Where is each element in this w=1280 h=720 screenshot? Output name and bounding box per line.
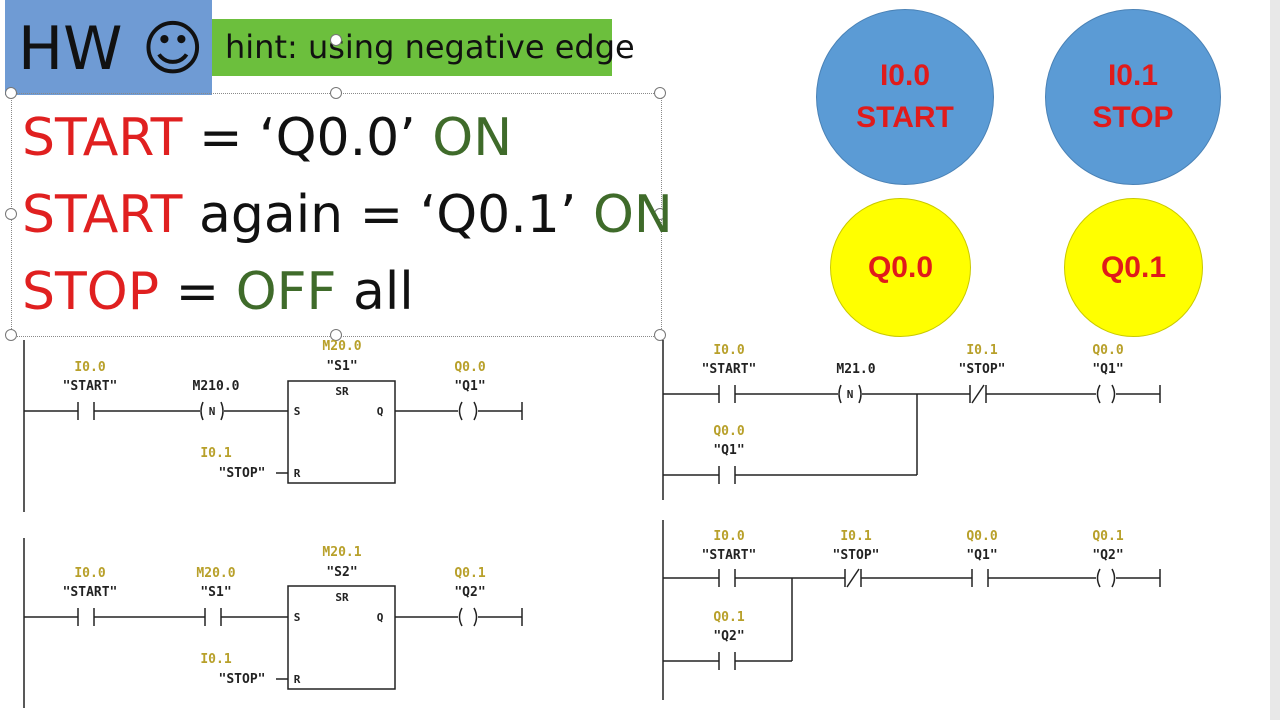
address-label: I0.1 (200, 446, 231, 461)
ladder-rung-3 (662, 340, 1161, 500)
hint-label: hint: using negative edge (225, 28, 635, 66)
lamp-q0-1: Q0.1 (1064, 198, 1203, 337)
rule-subject: STOP (22, 262, 160, 322)
button-name: STOP (1092, 101, 1174, 134)
address-label: M20.0 (322, 339, 361, 354)
symbol-label: "START" (702, 362, 757, 377)
symbol-label: "S1" (200, 585, 231, 600)
resize-handle[interactable] (5, 87, 17, 99)
symbol-label: "S2" (326, 565, 357, 580)
resize-handle[interactable] (654, 208, 666, 220)
lamp-q0-0: Q0.0 (830, 198, 971, 337)
rule-line-3: STOP = OFF all (22, 262, 414, 322)
address-label: M20.1 (322, 545, 361, 560)
button-address: I0.0 (879, 59, 931, 92)
lamp-label: Q0.0 (867, 250, 934, 284)
address-label: I0.0 (74, 566, 105, 581)
address-label: M210.0 (193, 379, 240, 394)
symbol-label: "STOP" (833, 548, 880, 563)
symbol-label: "Q2" (1092, 548, 1123, 563)
address-label: I0.1 (966, 343, 997, 358)
address-label: I0.0 (713, 343, 744, 358)
ladder-rung-1 (23, 340, 523, 512)
block-type-label: SR (335, 591, 349, 604)
symbol-label: "START" (63, 379, 118, 394)
address-label: Q0.1 (713, 610, 744, 625)
symbol-label: "Q1" (454, 379, 485, 394)
resize-handle[interactable] (330, 87, 342, 99)
address-label: I0.1 (840, 529, 871, 544)
address-label: Q0.0 (1092, 343, 1123, 358)
rule-subject: START (22, 185, 183, 245)
symbol-label: "Q1" (1092, 362, 1123, 377)
symbol-label: "STOP" (219, 672, 266, 687)
symbol-label: "Q1" (713, 443, 744, 458)
lamp-label: Q0.1 (1100, 250, 1167, 284)
rule-text: again = ‘Q0.1’ (182, 185, 593, 245)
resize-handle[interactable] (5, 329, 17, 341)
address-label: Q0.0 (454, 360, 485, 375)
rule-line-1: START = ‘Q0.0’ ON (22, 108, 512, 168)
rule-text: = ‘Q0.0’ (182, 108, 433, 168)
address-label: M20.0 (196, 566, 235, 581)
rule-state: ON (592, 185, 673, 245)
rule-subject: START (22, 108, 183, 168)
symbol-label: "START" (702, 548, 757, 563)
symbol-label: "Q1" (966, 548, 997, 563)
symbol-label: "START" (63, 585, 118, 600)
pin-label: S (294, 405, 301, 418)
edge-type-label: N (209, 405, 216, 418)
hint-background (212, 19, 612, 76)
rule-line-2: START again = ‘Q0.1’ ON (22, 185, 673, 245)
address-label: Q0.0 (966, 529, 997, 544)
resize-handle[interactable] (330, 329, 342, 341)
ladder-rung-4 (662, 520, 1161, 700)
button-name: START (856, 101, 954, 134)
start-button: I0.0 START (816, 9, 994, 185)
pin-label: S (294, 611, 301, 624)
address-label: I0.1 (200, 652, 231, 667)
symbol-label: "STOP" (219, 466, 266, 481)
resize-handle[interactable] (654, 87, 666, 99)
symbol-label: "Q2" (454, 585, 485, 600)
ladder-rung-2 (23, 538, 523, 708)
rule-state: OFF (235, 262, 337, 322)
button-address: I0.1 (1107, 59, 1159, 92)
pin-label: Q (377, 405, 384, 418)
pin-label: R (294, 673, 301, 686)
symbol-label: "S1" (326, 359, 357, 374)
symbol-label: "STOP" (959, 362, 1006, 377)
address-label: I0.0 (713, 529, 744, 544)
resize-handle[interactable] (5, 208, 17, 220)
address-label: M21.0 (836, 362, 875, 377)
rule-text: = (159, 262, 236, 322)
resize-handle[interactable] (654, 329, 666, 341)
address-label: Q0.0 (713, 424, 744, 439)
rotate-handle[interactable] (330, 34, 342, 46)
pin-label: R (294, 467, 301, 480)
block-type-label: SR (335, 385, 349, 398)
title-background (5, 0, 212, 95)
rule-state: ON (432, 108, 513, 168)
rule-text: all (336, 262, 414, 322)
address-label: Q0.1 (1092, 529, 1123, 544)
pin-label: Q (377, 611, 384, 624)
address-label: I0.0 (74, 360, 105, 375)
address-label: Q0.1 (454, 566, 485, 581)
page-title: HW ☺ (18, 14, 205, 84)
symbol-label: "Q2" (713, 629, 744, 644)
slide-edge (1270, 0, 1280, 720)
edge-type-label: N (847, 388, 854, 401)
stop-button: I0.1 STOP (1045, 9, 1221, 185)
